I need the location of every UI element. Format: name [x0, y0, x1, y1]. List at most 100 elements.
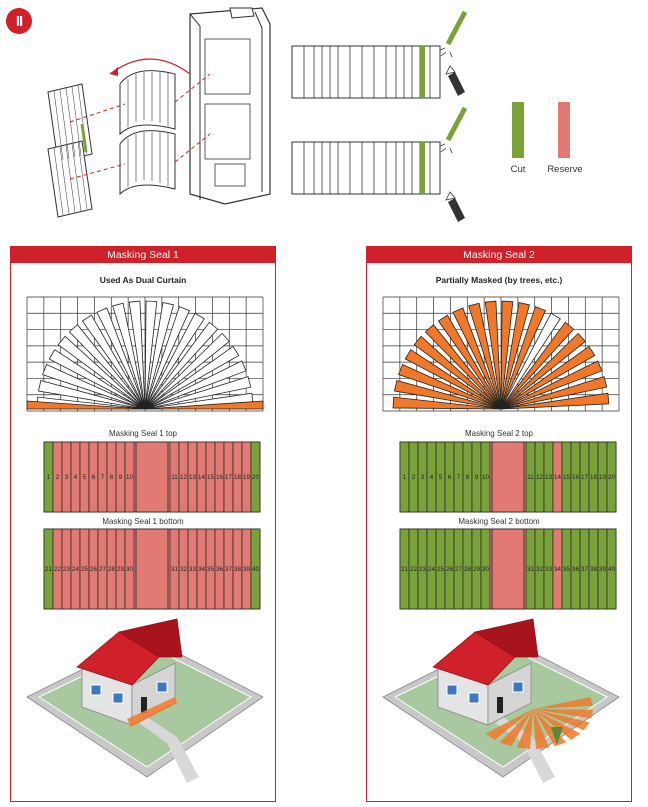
zone-sector: [500, 321, 575, 410]
seal-top-title: Masking Seal 2 top: [464, 429, 534, 438]
strip-cell-cut: [480, 441, 491, 513]
house-illustration: [26, 618, 264, 783]
strip-number: 1: [47, 474, 51, 481]
zone-sector: [42, 364, 146, 410]
zone-sector: [144, 300, 158, 410]
strip-number: 37: [225, 566, 232, 573]
zone-sector: [144, 321, 219, 410]
zone-sector: [144, 312, 205, 410]
strip-number: 24: [428, 566, 435, 573]
strip-number: 28: [108, 566, 115, 573]
window: [446, 684, 458, 696]
strip-number: 17: [581, 474, 588, 481]
strip-number: 40: [608, 566, 615, 573]
strip-number: 34: [198, 566, 205, 573]
zone-sector: [500, 312, 561, 410]
strip-number: 25: [81, 566, 88, 573]
house-illustration: [382, 618, 620, 783]
zone-sector: [68, 324, 146, 410]
strip-number: 5: [439, 474, 443, 481]
strip-cell-cut: [480, 528, 491, 610]
legend: Cut Reserve: [500, 100, 600, 180]
detector-exploded-illustration: [47, 7, 271, 218]
zone-sector: [144, 332, 230, 410]
zone-sector-left: [26, 400, 146, 410]
strip-center-block: [491, 441, 525, 513]
strip-cell-reserve: [124, 441, 135, 513]
zone-sector: [500, 360, 603, 410]
strip-number: 20: [608, 474, 615, 481]
seal-bottom-title: Masking Seal 2 bottom: [458, 517, 540, 526]
masking-seal-2-panel: Masking Seal 2 Partially Masked (by tree…: [366, 246, 632, 802]
strip-number: 7: [101, 474, 105, 481]
strip-number: 12: [536, 474, 543, 481]
zone-sector: [500, 345, 596, 410]
strip-number: 18: [234, 474, 241, 481]
strip-number: 10: [126, 474, 133, 481]
walkway: [139, 717, 199, 783]
door: [141, 697, 147, 713]
strip-number: 18: [590, 474, 597, 481]
zone-sector: [468, 302, 502, 410]
door: [497, 697, 503, 713]
strip-number: 38: [590, 566, 597, 573]
detection-zone-sector: [485, 709, 533, 740]
strip-number: 21: [45, 566, 52, 573]
strip-number: 2: [56, 474, 60, 481]
zone-sector-right: [144, 400, 264, 410]
legend-cut-label: Cut: [510, 164, 526, 175]
window: [90, 684, 102, 696]
strip-number: 26: [446, 566, 453, 573]
strip-number: 40: [252, 566, 259, 573]
strip-number: 19: [599, 474, 606, 481]
strip-number: 17: [225, 474, 232, 481]
detection-zone-diagram: [382, 296, 620, 412]
legend-reserve-label: Reserve: [547, 164, 583, 175]
strip-center-block: [135, 441, 169, 513]
detection-zone-sector: [517, 709, 533, 749]
strip-number: 31: [527, 566, 534, 573]
strip-number: 19: [243, 474, 250, 481]
strip-number: 11: [171, 474, 178, 481]
strip-number: 13: [545, 474, 552, 481]
strip-number: 8: [110, 474, 114, 481]
strip-number: 12: [180, 474, 187, 481]
strip-number: 14: [198, 474, 205, 481]
strip-number: 4: [74, 474, 78, 481]
strip-number: 5: [83, 474, 87, 481]
strip-number: 22: [410, 566, 417, 573]
zone-sector: [48, 349, 146, 410]
strip-number: 3: [421, 474, 425, 481]
strip-number: 24: [72, 566, 79, 573]
strip-cut-illustration-top: [291, 10, 468, 99]
strip-number: 32: [180, 566, 187, 573]
step-badge: II: [6, 8, 32, 34]
zone-sector: [144, 360, 247, 410]
strip-number: 1: [403, 474, 407, 481]
detection-zone-sector: [533, 697, 593, 709]
zone-sector: [57, 335, 146, 410]
zone-sector: [38, 380, 146, 410]
zone-sector: [398, 364, 502, 410]
detection-zone-diagram: [26, 296, 264, 412]
zone-sector: [144, 345, 240, 410]
window: [156, 681, 168, 693]
strip-number: 4: [430, 474, 434, 481]
strip-number: 25: [437, 566, 444, 573]
zone-sector: [500, 332, 586, 410]
legend-cut-swatch: [512, 102, 524, 158]
window: [512, 681, 524, 693]
masking-seal-1-panel: Masking Seal 1 Used As Dual Curtain Mask…: [10, 246, 276, 802]
strip-cell-reserve: [124, 528, 135, 610]
zone-sector: [437, 314, 502, 410]
strip-cut-illustration-bottom: [291, 106, 468, 222]
strip-number: 36: [572, 566, 579, 573]
strip-number: 28: [464, 566, 471, 573]
panel-header: Masking Seal 1: [11, 247, 275, 263]
zone-sector: [424, 324, 502, 410]
zone-sector: [128, 300, 146, 410]
zone-sector: [144, 302, 174, 410]
strip-number: 15: [207, 474, 214, 481]
zone-sector: [452, 307, 502, 410]
